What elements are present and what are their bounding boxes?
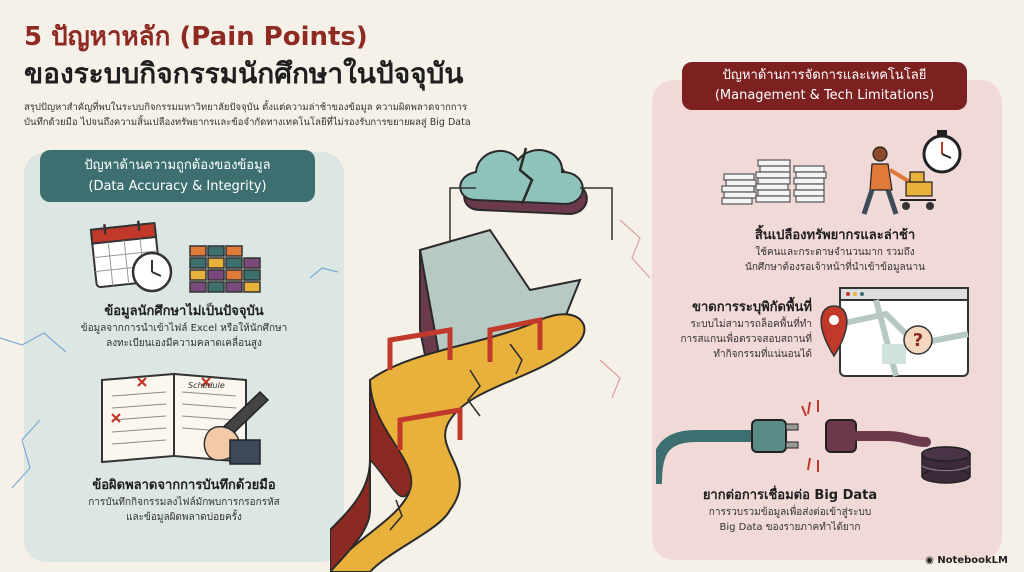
subtitle-line1: สรุปปัญหาสำคัญที่พบในระบบกิจกรรมมหาวิทยา…: [24, 102, 468, 113]
question-mark-text: ?: [913, 330, 923, 351]
big-data-desc-line2: Big Data ของรายภาคทำได้ยาก: [719, 522, 861, 533]
map-pin-icon: ?: [820, 287, 969, 377]
broken-path-illustration: [330, 147, 613, 572]
right-item-resource-waste: สิ้นเปลืองทรัพยากรและล่าช้า ใช้คนและกระด…: [700, 224, 970, 275]
no-geolocation-desc-line3: ทำกิจกรรมที่แน่นอนได้: [713, 349, 812, 360]
no-geolocation-desc-line2: การสแกนเพื่อตรวจสอบสถานที่: [680, 334, 813, 345]
big-data-desc-line1: การรวบรวมข้อมูลเพื่อส่งต่อเข้าสู่ระบบ: [708, 507, 872, 518]
handwritten-notebook-icon: Schedule: [101, 372, 270, 465]
manual-errors-title: ข้อผิดพลาดจากการบันทึกด้วยมือ: [92, 478, 276, 493]
right-item-big-data-connection: ยากต่อการเชื่อมต่อ Big Data การรวบรวมข้อ…: [690, 484, 890, 535]
notebooklm-logo-icon: ◉: [925, 555, 938, 566]
left-item-outdated-data: ข้อมูลนักศึกษาไม่เป็นปัจจุบัน ข้อมูลจากก…: [34, 300, 334, 351]
data-accuracy-heading: ปัญหาด้านความถูกต้องของข้อมูล (Data Accu…: [40, 150, 315, 202]
management-tech-heading: ปัญหาด้านการจัดการและเทคโนโลยี (Manageme…: [682, 62, 967, 110]
management-tech-heading-th: ปัญหาด้านการจัดการและเทคโนโลยี: [722, 68, 927, 83]
data-accuracy-heading-th: ปัญหาด้านความถูกต้องของข้อมูล: [84, 158, 271, 173]
resource-waste-title: สิ้นเปลืองทรัพยากรและล่าช้า: [754, 228, 916, 243]
page-title-line1: 5 ปัญหาหลัก (Pain Points): [24, 22, 368, 52]
notebooklm-branding: ◉ NotebookLM: [925, 555, 1008, 566]
paper-stacks-worker-icon: [721, 130, 962, 215]
page-subtitle: สรุปปัญหาสำคัญที่พบในระบบกิจกรรมมหาวิทยา…: [24, 100, 544, 130]
management-tech-heading-en: (Management & Tech Limitations): [714, 88, 935, 103]
no-geolocation-title: ขาดการระบุพิกัดพื้นที่: [692, 300, 812, 315]
subtitle-line2: บันทึกด้วยมือ ไปจนถึงความสิ้นเปลืองทรัพย…: [24, 117, 471, 128]
data-accuracy-heading-en: (Data Accuracy & Integrity): [88, 179, 267, 194]
manual-errors-desc-line2: และข้อมูลผิดพลาดบ่อยครั้ง: [126, 512, 242, 523]
left-item-manual-entry-errors: ข้อผิดพลาดจากการบันทึกด้วยมือ การบันทึกก…: [34, 474, 334, 525]
outdated-data-desc-line2: ลงทะเบียนเองมีความคลาดเคลื่อนสูง: [106, 338, 262, 349]
outdated-data-title: ข้อมูลนักศึกษาไม่เป็นปัจจุบัน: [104, 304, 264, 319]
page-title-line2: ของระบบกิจกรรมนักศึกษาในปัจจุบัน: [24, 57, 464, 90]
notebook-sticky-note: Schedule: [188, 381, 225, 390]
calendar-clock-icon: [89, 220, 261, 293]
data-accuracy-panel: [24, 152, 344, 562]
right-item-no-geolocation: ขาดการระบุพิกัดพื้นที่ ระบบไม่สามารถล็อค…: [662, 296, 813, 362]
big-data-title: ยากต่อการเชื่อมต่อ Big Data: [702, 488, 878, 503]
manual-errors-desc-line1: การบันทึกกิจกรรมลงไฟล์มักพบการกรอกรหัส: [88, 497, 280, 508]
resource-waste-desc-line2: นักศึกษาต้องรอเจ้าหน้าที่นำเข้าข้อมูลนาน: [745, 262, 925, 273]
no-geolocation-desc-line1: ระบบไม่สามารถล็อคพื้นที่ทำ: [690, 319, 812, 330]
database-icon: [921, 446, 971, 484]
outdated-data-desc-line1: ข้อมูลจากการนำเข้าไฟล์ Excel หรือให้นักศ…: [80, 323, 288, 334]
resource-waste-desc-line1: ใช้คนและกระดาษจำนวนมาก รวมถึง: [755, 247, 915, 258]
unplugged-cable-icon: [656, 400, 971, 484]
broken-cloud-icon: [459, 147, 588, 216]
branding-text: NotebookLM: [937, 555, 1008, 566]
